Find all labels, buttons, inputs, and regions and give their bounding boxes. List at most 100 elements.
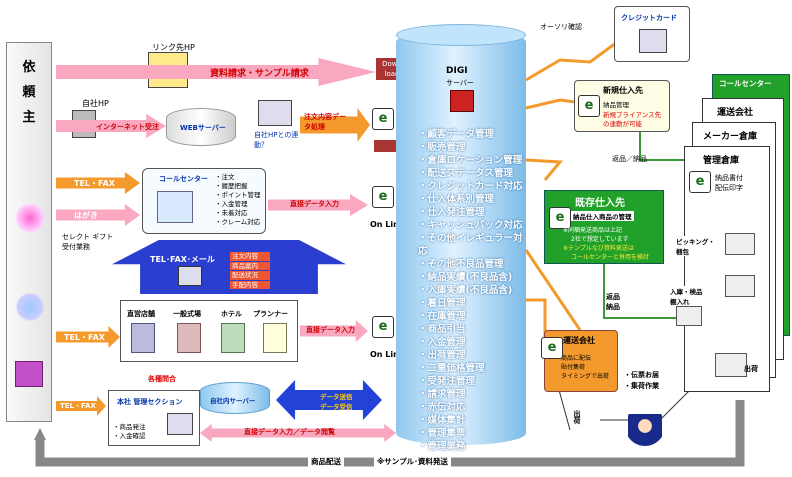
digi-function: ・管理集票 [418, 428, 466, 439]
ie-icon: e [372, 108, 394, 130]
tel-fax-label-2: TEL・FAX [64, 333, 105, 342]
digi-function: ・出荷管理 [418, 350, 466, 361]
shipment-label-1: 出荷 [573, 410, 581, 424]
return-label: 返品 [606, 293, 620, 301]
link-hp-label: リンク先HP [152, 43, 195, 52]
tel-fax-mail-label: TEL･FAX･メール [150, 255, 215, 264]
customers-box: 直営店舗 一般式場 ホテル プランナー [120, 300, 298, 362]
collection-label: ・伝票お届 [624, 371, 659, 379]
delivery-label: 納品 [606, 303, 620, 311]
web-server-label: WEBサーバー [180, 124, 226, 132]
digi-function: ・二重価格管理 [418, 363, 485, 374]
call-center-title: コールセンター [159, 175, 208, 183]
requester-char: 主 [22, 110, 36, 125]
digi-function: ・受発注管理 [418, 376, 476, 387]
order-box-item: 商品案内 [230, 261, 270, 270]
shipment-label-3: 出荷 [744, 365, 758, 373]
order-content-label: 注文内容データ処理 [304, 113, 346, 131]
pc-icon [258, 100, 292, 126]
warehouse-item: 納品書付 [715, 174, 743, 182]
call-center-box: コールセンター ・注文 ・履歴把握 ・ポイント管理 ・入金管理 ・未着対応 ・ク… [142, 168, 266, 234]
call-center-item: ・クレーム対応 [215, 218, 261, 226]
direct-input-arrow-2 [300, 320, 368, 342]
call-center-list: ・注文 ・履歴把握 ・ポイント管理 ・入金管理 ・未着対応 ・クレーム対応 [215, 173, 261, 227]
call-center-item: ・注文 [215, 173, 235, 181]
customer-type: プランナー [253, 310, 288, 318]
order-confirm-label: オーソリ確認 [540, 23, 582, 31]
digi-function: ・仕入体系別管理 [418, 194, 495, 205]
download-badge-2 [374, 140, 402, 152]
digi-function: ・その他イレギュラー対応 [418, 233, 523, 257]
order-box-item: 注文内容 [230, 252, 270, 261]
digi-logo-icon [450, 90, 474, 112]
hq-title: 本社 管理セクション [117, 398, 183, 406]
ie-icon: e [372, 186, 394, 208]
new-supplier-item: 納品管理 [603, 101, 629, 109]
bottom-sample-label: ※サンプル･資料発送 [374, 456, 451, 467]
stack-layer-title: メーカー倉庫 [703, 132, 758, 142]
data-transfer-label: データ受信 [320, 403, 353, 411]
digi-function: ・媒体集計 [418, 415, 466, 426]
data-transfer-label: データ送信 [320, 393, 353, 401]
existing-supplier-note: ※同梱発送商品は上記 [563, 227, 623, 234]
existing-supplier-note: 2社で想定しています [571, 236, 629, 243]
shipping-company-item: タイミングで出荷 [561, 373, 610, 380]
tel-fax-arrow-3 [56, 396, 106, 416]
digi-function: ・販売管理 [418, 142, 466, 153]
postcard-label: はがき [74, 211, 98, 220]
postcard-arrow [56, 204, 140, 226]
bottom-delivery-label: 商品配送 [308, 456, 344, 467]
call-center-item: ・入金管理 [215, 200, 248, 208]
hq-item: ・入金確認 [113, 432, 146, 440]
requester-column: 依 頼 主 [6, 42, 52, 422]
existing-supplier-subtitle: 納品仕入商品の管理 [571, 211, 634, 221]
direct-input-arrow-1 [268, 194, 368, 216]
existing-supplier-box: 既存仕入先 納品仕入商品の管理 e ※同梱発送商品は上記 2社で想定しています … [544, 190, 664, 264]
tel-fax-label-1: TEL・FAX [74, 179, 115, 188]
various-meetings-label: 各種問合 [148, 375, 176, 383]
existing-supplier-title: 既存仕入先 [575, 198, 625, 209]
receiving-box-icon [676, 306, 702, 326]
new-supplier-item: の連動が可能 [603, 120, 642, 128]
credit-card-box: クレジットカード [614, 6, 690, 62]
hp-link-question: 自社HPとの連動？ [254, 131, 299, 149]
digi-function: ・入庫実績(不良品含) [418, 285, 513, 296]
direct-input-arrow-3 [200, 424, 396, 442]
call-center-item: ・未着対応 [215, 209, 248, 217]
gift-icon [15, 361, 43, 387]
hq-box: 本社 管理セクション ・商品発注 ・入金確認 [108, 390, 200, 446]
new-supplier-title: 新規仕入先 [603, 86, 643, 95]
stack-layer-title: コールセンター [719, 79, 772, 88]
web-server-cylinder [166, 108, 236, 146]
existing-supplier-note: ※テンプルなび資料発送は [563, 245, 634, 252]
hq-item: ・商品発注 [113, 423, 146, 431]
order-box-item: 手配内容 [230, 280, 270, 289]
digi-function: ・請求管理 [418, 389, 466, 400]
digi-function: ・倉庫ロケーション管理 [418, 155, 523, 166]
customer-type: 一般式場 [173, 310, 201, 318]
box-icon [725, 233, 755, 255]
direct-input-label-1: 直接データ入力 [290, 200, 339, 208]
digi-subtitle: サーバー [446, 79, 474, 87]
digi-function: ・仕入発注管理 [418, 207, 485, 218]
digi-function: ・キャッシュバック対応 [418, 220, 523, 231]
courier-icon [628, 414, 662, 454]
company-hp-label: 自社HP [82, 99, 109, 108]
digi-function: ・その他不良品管理 [418, 259, 504, 270]
building-icon [177, 323, 201, 353]
shipping-company-box: 運送会社 商品に配伝 貼付集荷 タイミングで出荷 e [541, 330, 618, 392]
call-center-item: ・ポイント管理 [215, 191, 261, 199]
direct-input-label-2: 直接データ入力 [306, 326, 355, 334]
building-icon [131, 323, 155, 353]
shipping-company-item: 貼付集荷 [561, 364, 586, 371]
order-boxes: 注文内容 商品案内 配送状況 手配内容 [230, 252, 270, 289]
request-arrow-label: 資料請求・サンプル請求 [210, 69, 309, 79]
blue-up-arrow [112, 240, 346, 294]
tel-fax-arrow-2 [56, 326, 120, 348]
digi-function: ・納品実績(不良品含) [418, 272, 513, 283]
ie-icon: e [372, 316, 394, 338]
digi-functions-list: ・顧客データ管理 ・販売管理 ・倉庫ロケーション管理 ・配送ステータス管理 ・ク… [418, 128, 528, 453]
collection-label: ・集荷作業 [624, 382, 659, 390]
customer-type: ホテル [221, 310, 242, 318]
